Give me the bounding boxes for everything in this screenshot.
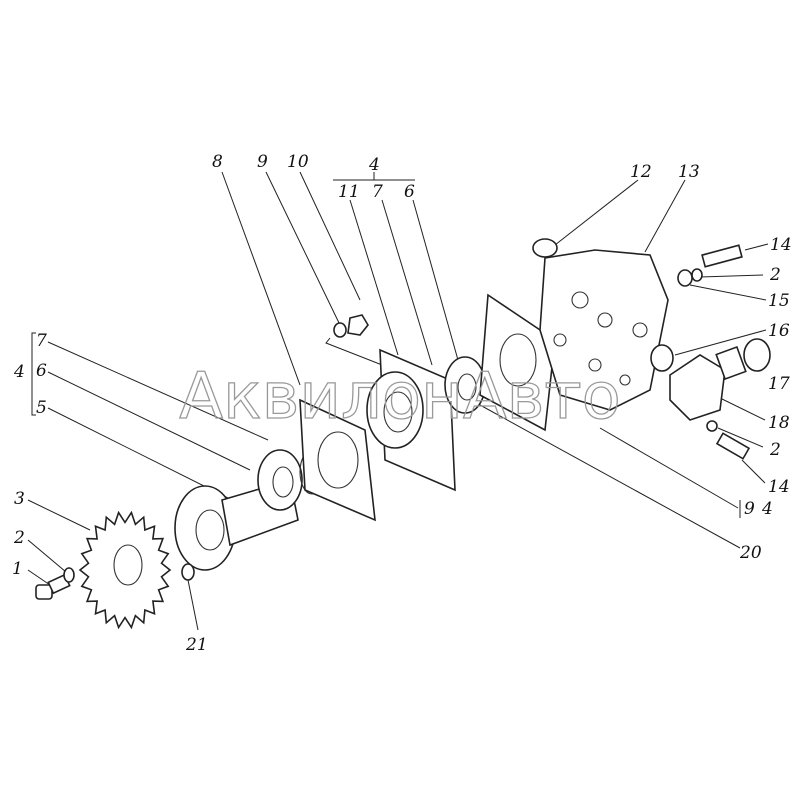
label-2-left: 2 (13, 528, 25, 548)
label-2-lower: 2 (769, 440, 781, 460)
label-14-lower: 14 (768, 477, 790, 497)
label-8: 8 (212, 152, 223, 172)
label-14-upper: 14 (770, 235, 792, 255)
label-10: 10 (287, 152, 309, 172)
helical-gear-3 (78, 510, 172, 630)
label-17: 17 (768, 374, 790, 394)
bearing-6 (257, 449, 303, 511)
label-4-left: 4 (13, 362, 25, 382)
callout-labels: 8 9 10 4 11 7 6 12 13 14 2 15 16 17 18 2… (12, 152, 792, 655)
label-7-left: 7 (36, 331, 47, 351)
plug-12 (532, 238, 558, 258)
label-4-top: 4 (368, 155, 380, 175)
bolt-14-upper (677, 244, 743, 287)
label-2-upper: 2 (769, 265, 781, 285)
label-6-top: 6 (404, 182, 415, 202)
fitting-18-filter-17 (669, 338, 771, 421)
label-12: 12 (630, 162, 652, 182)
label-9: 9 (257, 152, 268, 172)
label-9-right: 9 (744, 499, 755, 519)
label-21: 21 (185, 635, 208, 655)
housing-11 (366, 348, 456, 492)
label-13: 13 (678, 162, 700, 182)
label-6-left: 6 (36, 361, 47, 381)
pump-body-13 (532, 238, 669, 411)
watermark: АквилонАвто (179, 360, 621, 434)
washer-2 (63, 567, 75, 583)
o-ring-16 (650, 344, 674, 372)
pin-21 (181, 563, 195, 581)
label-5-left: 5 (36, 398, 47, 418)
gasket-8 (299, 398, 376, 522)
bolt-14-lower (706, 420, 751, 460)
label-3: 3 (14, 489, 25, 509)
label-7-top: 7 (372, 182, 383, 202)
label-1: 1 (12, 559, 23, 579)
leader-lines (27, 171, 769, 631)
label-16: 16 (768, 321, 790, 341)
nut-10-washer-9 (333, 314, 369, 338)
label-18: 18 (768, 413, 790, 433)
label-15: 15 (768, 291, 790, 311)
label-11: 11 (338, 182, 360, 202)
gasket-20 (479, 293, 556, 432)
label-20: 20 (739, 543, 762, 563)
label-4-right: 4 (761, 499, 773, 519)
